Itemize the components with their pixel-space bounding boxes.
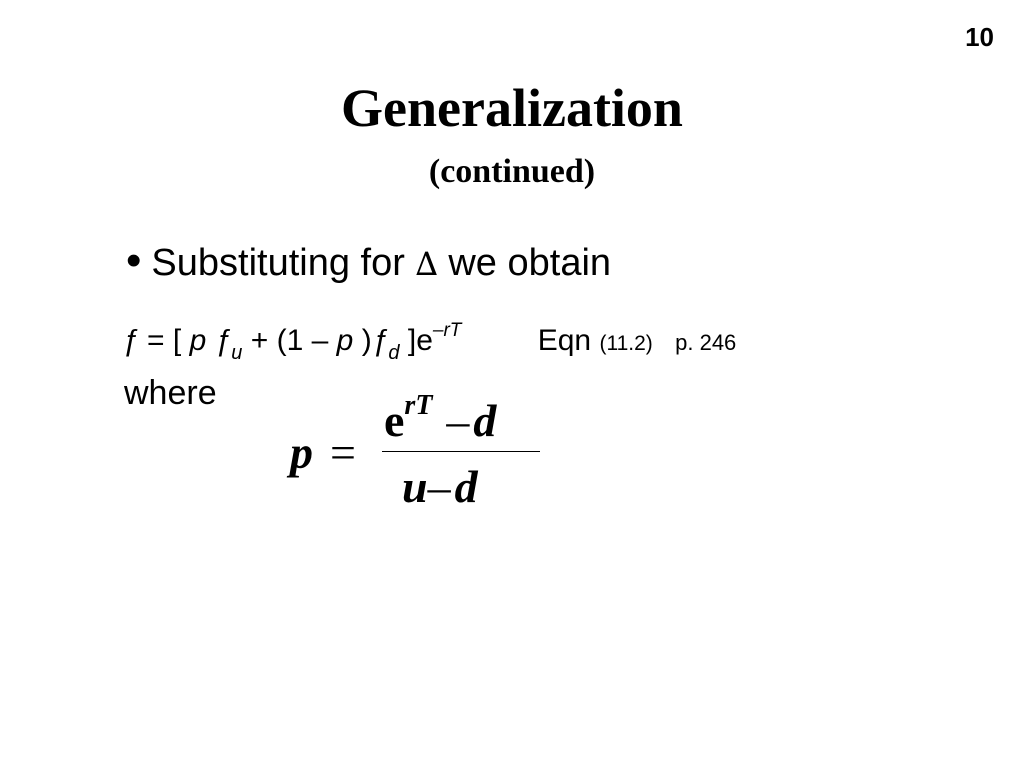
where-label: where bbox=[124, 374, 217, 412]
bullet-text-before: Substituting for bbox=[151, 242, 405, 284]
probability-formula: p = erT–d u–d bbox=[290, 390, 560, 515]
option-price-equation: ƒ = [ p ƒu + (1 – p )ƒd ]e–rT Eqn (11.2)… bbox=[122, 308, 736, 376]
denominator-u: u bbox=[402, 461, 428, 512]
bullet-item: •Substituting for ∆ we obtain bbox=[126, 236, 611, 289]
eqn-f-up: ƒ bbox=[214, 324, 232, 357]
formula-equals: = bbox=[330, 427, 356, 478]
eqn-ref: (11.2) bbox=[599, 332, 653, 355]
numerator-exponent: rT bbox=[404, 390, 433, 421]
eqn-page-ref: p. 246 bbox=[675, 330, 737, 355]
numerator-minus: – bbox=[446, 395, 470, 446]
denominator-minus: – bbox=[427, 461, 451, 512]
delta-symbol: ∆ bbox=[415, 245, 438, 283]
eqn-plus-open: + (1 – bbox=[250, 324, 329, 357]
bullet-text-after: we obtain bbox=[448, 242, 612, 284]
eqn-p2: p bbox=[336, 324, 354, 357]
fraction-bar bbox=[382, 451, 540, 452]
formula-denominator: u–d bbox=[402, 460, 478, 513]
eqn-label: Eqn bbox=[537, 324, 592, 357]
denominator-d: d bbox=[454, 461, 478, 512]
numerator-d: d bbox=[473, 395, 497, 446]
page-number: 10 bbox=[965, 22, 994, 52]
eqn-f-down: ƒ bbox=[371, 324, 389, 357]
eqn-bracket-e: ]e bbox=[407, 324, 433, 357]
eqn-f: ƒ bbox=[122, 324, 139, 357]
numerator-base: e bbox=[384, 395, 405, 446]
eqn-sub-u: u bbox=[231, 342, 243, 364]
slide-title: Generalization bbox=[341, 78, 683, 138]
eqn-close: ) bbox=[361, 324, 372, 357]
eqn-p1: p bbox=[189, 324, 207, 357]
eqn-exponent: –rT bbox=[432, 320, 462, 341]
formula-numerator: erT–d bbox=[384, 390, 496, 447]
slide-subtitle: (continued) bbox=[428, 153, 596, 190]
formula-lhs: p bbox=[290, 427, 313, 478]
bullet-marker: • bbox=[126, 236, 142, 285]
eqn-equals-open: = [ bbox=[147, 324, 182, 357]
eqn-sub-d: d bbox=[388, 342, 400, 364]
